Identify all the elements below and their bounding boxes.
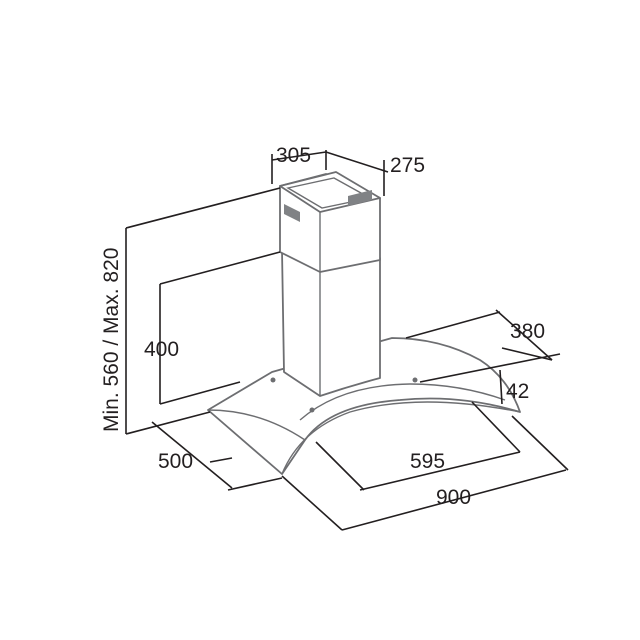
chimney-vent-left [284, 204, 300, 222]
mounting-screw [270, 377, 276, 383]
chimney-width-label: 305 [276, 144, 311, 167]
chimney-vent-right [348, 190, 372, 206]
chimney-depth-label: 275 [390, 154, 425, 177]
height-range-label: Min. 560 / Max. 820 [100, 248, 123, 432]
mounting-screw [412, 377, 418, 383]
dimension-labels: 305 275 Min. 560 / Max. 820 400 380 42 5… [100, 144, 545, 509]
glass-canopy-inner-edge [281, 401, 521, 475]
mounting-screw [309, 407, 315, 413]
dimension-lines [125, 150, 569, 531]
overall-width-label: 900 [436, 486, 471, 509]
canopy-thickness-label: 42 [506, 380, 529, 403]
cooker-hood-drawing [207, 171, 521, 475]
canopy-depth-label: 380 [510, 320, 545, 343]
glass-height-label: 400 [144, 338, 179, 361]
glass-canopy-front-edge [207, 409, 306, 441]
inner-width-label: 595 [410, 450, 445, 473]
glass-canopy-curve [299, 383, 506, 421]
chimney-lower [281, 249, 381, 397]
overall-depth-label: 500 [158, 450, 193, 473]
